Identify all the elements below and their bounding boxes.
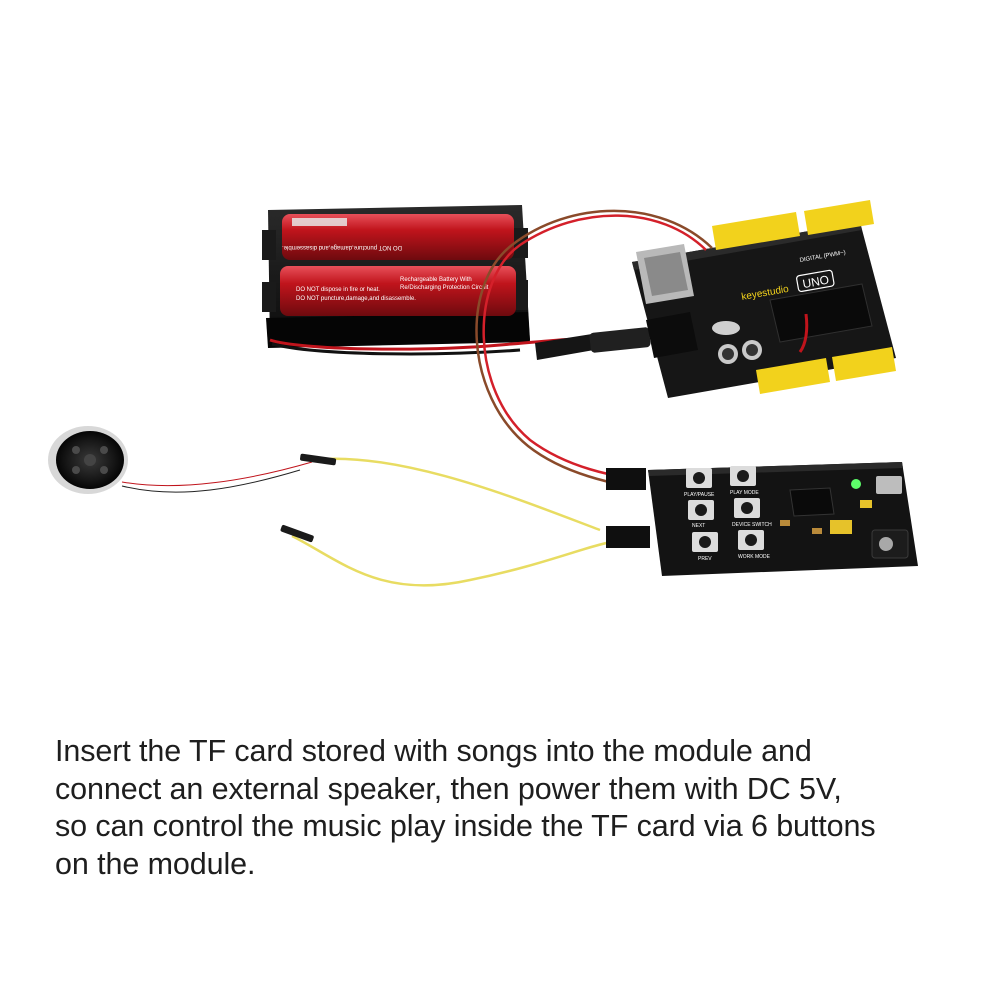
mp3-module: PLAY/PAUSE PLAY MODE NEXT DEVICE SWITCH … [606, 462, 918, 576]
battery-cell-bottom: DO NOT dispose in fire or heat. DO NOT p… [280, 266, 516, 316]
svg-text:DO NOT dispose in fire or heat: DO NOT dispose in fire or heat. [296, 287, 380, 293]
svg-text:WORK MODE: WORK MODE [738, 554, 771, 560]
module-button-play-mode[interactable] [730, 466, 756, 486]
svg-text:PLAY/PAUSE: PLAY/PAUSE [684, 492, 715, 498]
module-button-device-switch[interactable] [734, 498, 760, 518]
caption-line: Insert the TF card stored with songs int… [55, 734, 812, 768]
caption-text: Insert the TF card stored with songs int… [55, 733, 975, 883]
yellow-wire-1 [309, 457, 601, 532]
battery-cell-top: DO NOT puncture,damage,and disassemble. [282, 214, 514, 260]
module-button-prev[interactable] [692, 532, 718, 552]
microcontroller-board: keyestudio UNO DIGITAL (PWM~) [632, 200, 896, 398]
svg-text:NEXT: NEXT [692, 523, 705, 529]
caption-line: connect an external speaker, then power … [55, 771, 842, 806]
speaker-wire-black [121, 469, 301, 493]
svg-text:UNO: UNO [801, 273, 830, 291]
loop-wire-brown [475, 209, 713, 486]
header-yellow-bottom-2 [832, 347, 896, 381]
svg-text:PLAY MODE: PLAY MODE [730, 490, 759, 496]
speaker [48, 426, 128, 494]
svg-text:PREV: PREV [698, 556, 712, 562]
dc-plug [535, 327, 651, 360]
header-yellow-bottom-1 [756, 358, 830, 394]
caption-line: on the module. [55, 846, 256, 881]
svg-text:DO NOT puncture,damage,and dis: DO NOT puncture,damage,and disassemble. [282, 244, 402, 250]
loop-wire-red [482, 214, 707, 478]
board-jumper-wire [798, 313, 809, 353]
caption-line: so can control the music play inside the… [55, 809, 876, 843]
module-button-play-pause[interactable] [686, 468, 712, 488]
speaker-wire-red [121, 461, 313, 487]
header-yellow-top-1 [712, 212, 800, 250]
svg-text:DEVICE SWITCH: DEVICE SWITCH [732, 522, 772, 528]
status-led [851, 479, 861, 489]
module-button-work-mode[interactable] [738, 530, 764, 550]
svg-text:DO NOT puncture,damage,and dis: DO NOT puncture,damage,and disassemble. [296, 296, 416, 302]
svg-text:Re/Discharging Protection Circ: Re/Discharging Protection Circuit [400, 285, 489, 291]
module-button-next[interactable] [688, 500, 714, 520]
yellow-wire-2 [291, 534, 613, 587]
svg-text:Rechargeable Battery With: Rechargeable Battery With [400, 277, 472, 283]
header-yellow-top-2 [804, 200, 874, 235]
battery-holder: DO NOT puncture,damage,and disassemble. … [262, 205, 530, 348]
battery-wire-black [271, 342, 521, 356]
